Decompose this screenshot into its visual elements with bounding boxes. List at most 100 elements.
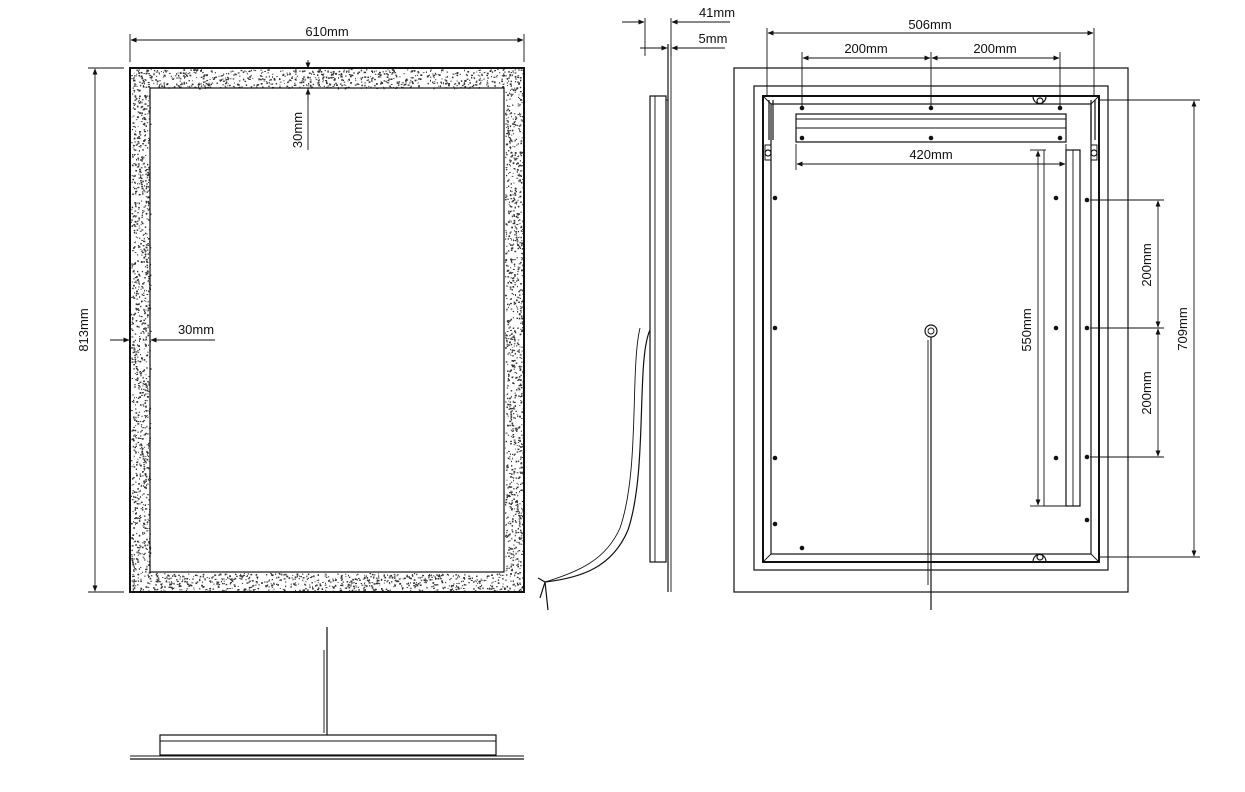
speckle-dot	[516, 215, 518, 218]
speckle-dot	[143, 405, 145, 407]
speckle-dot	[521, 99, 523, 101]
speckle-dot	[520, 489, 523, 491]
speckle-dot	[145, 155, 147, 156]
speckle-dot	[506, 345, 509, 347]
speckle-dot	[442, 586, 444, 589]
speckle-dot	[272, 76, 273, 78]
speckle-dot	[491, 582, 493, 584]
speckle-dot	[318, 69, 320, 71]
speckle-dot	[139, 183, 141, 185]
speckle-dot	[139, 230, 142, 232]
speckle-dot	[429, 579, 432, 581]
speckle-dot	[508, 534, 511, 536]
speckle-dot	[520, 535, 523, 537]
speckle-dot	[156, 581, 159, 583]
speckle-dot	[145, 180, 147, 182]
speckle-dot	[132, 563, 135, 566]
speckle-dot	[514, 227, 517, 229]
speckle-dot	[515, 331, 517, 334]
speckle-dot	[305, 584, 307, 586]
speckle-dot	[321, 73, 323, 76]
speckle-dot	[516, 169, 519, 171]
speckle-dot	[461, 585, 464, 587]
speckle-dot	[139, 478, 140, 480]
speckle-dot	[146, 266, 149, 269]
speckle-dot	[506, 285, 508, 287]
speckle-dot	[194, 69, 197, 71]
speckle-dot	[241, 582, 244, 584]
speckle-dot	[136, 309, 137, 311]
speckle-dot	[142, 471, 144, 473]
speckle-dot	[505, 143, 508, 146]
speckle-dot	[248, 70, 250, 72]
speckle-dot	[134, 133, 136, 136]
speckle-dot	[513, 401, 516, 403]
speckle-dot	[520, 190, 522, 193]
speckle-dot	[464, 578, 466, 580]
speckle-dot	[508, 235, 511, 238]
speckle-dot	[271, 574, 273, 576]
speckle-dot	[331, 74, 334, 76]
speckle-dot	[131, 409, 133, 412]
speckle-dot	[389, 589, 392, 591]
speckle-dot	[475, 585, 477, 587]
speckle-dot	[133, 115, 135, 117]
speckle-dot	[132, 144, 135, 147]
speckle-dot	[480, 578, 482, 580]
speckle-dot	[325, 582, 326, 584]
speckle-dot	[506, 343, 508, 345]
speckle-dot	[240, 69, 243, 72]
speckle-dot	[507, 121, 509, 123]
speckle-dot	[506, 335, 508, 337]
speckle-dot	[448, 84, 450, 87]
speckle-dot	[492, 581, 494, 583]
speckle-dot	[255, 584, 257, 586]
speckle-dot	[401, 585, 403, 587]
speckle-dot	[513, 473, 515, 475]
speckle-dot	[214, 578, 217, 580]
speckle-dot	[135, 366, 138, 368]
speckle-dot	[138, 286, 140, 288]
speckle-dot	[518, 94, 520, 96]
speckle-dot	[147, 204, 149, 207]
speckle-dot	[409, 81, 411, 84]
speckle-dot	[419, 582, 421, 584]
speckle-dot	[318, 84, 320, 87]
speckle-dot	[135, 481, 137, 483]
speckle-dot	[294, 584, 297, 586]
speckle-dot	[140, 332, 142, 334]
speckle-dot	[517, 494, 519, 497]
speckle-dot	[133, 108, 136, 110]
speckle-dot	[222, 583, 224, 585]
speckle-dot	[147, 391, 150, 392]
speckle-dot	[143, 116, 146, 119]
speckle-dot	[505, 570, 508, 572]
speckle-dot	[323, 79, 325, 81]
speckle-dot	[138, 69, 140, 71]
speckle-dot	[335, 584, 337, 587]
speckle-dot	[517, 286, 518, 288]
speckle-dot	[148, 576, 150, 578]
speckle-dot	[513, 277, 515, 279]
speckle-dot	[519, 160, 521, 162]
speckle-dot	[326, 81, 328, 82]
speckle-dot	[508, 458, 511, 460]
speckle-dot	[168, 575, 170, 577]
speckle-dot	[135, 215, 138, 217]
speckle-dot	[348, 78, 350, 80]
speckle-dot	[138, 74, 140, 76]
speckle-dot	[341, 85, 343, 87]
speckle-dot	[511, 529, 514, 531]
speckle-dot	[140, 171, 142, 173]
speckle-dot	[147, 105, 149, 107]
speckle-dot	[496, 573, 499, 576]
front-border-side-dimension: 30mm	[110, 322, 215, 343]
speckle-dot	[132, 565, 135, 567]
speckle-dot	[212, 82, 214, 84]
speckle-dot	[403, 73, 405, 75]
speckle-dot	[279, 84, 281, 86]
speckle-dot	[136, 229, 139, 231]
speckle-dot	[136, 137, 139, 139]
speckle-dot	[175, 75, 177, 77]
front-border-side-label: 30mm	[178, 322, 214, 337]
